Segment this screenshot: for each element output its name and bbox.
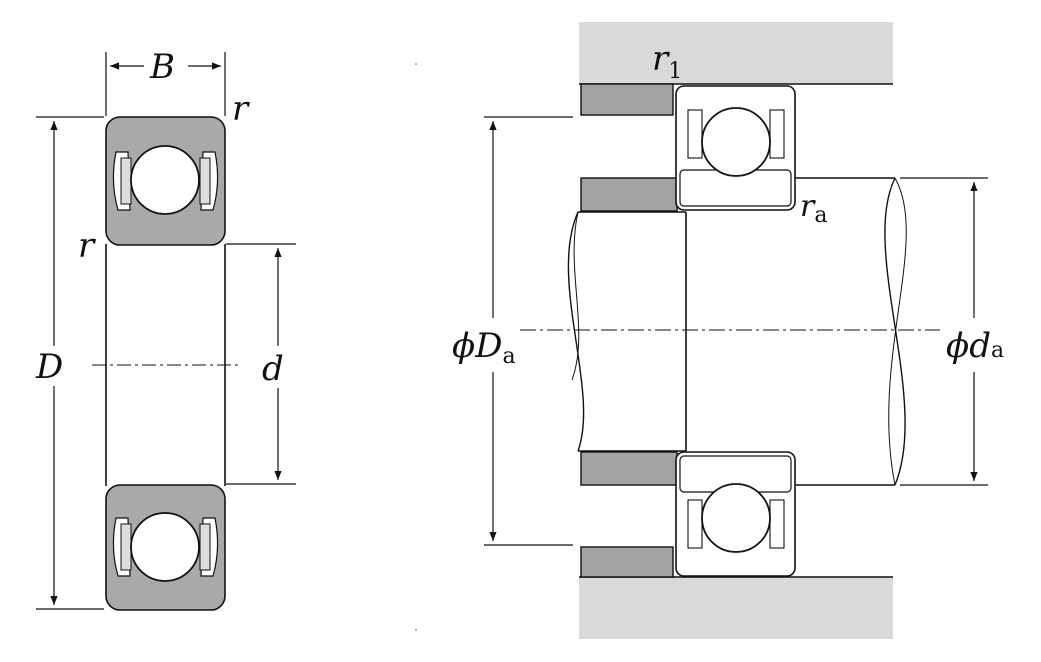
- mounted-top-ball: [701, 107, 771, 177]
- stray-dot-top: [415, 63, 417, 65]
- left-bearing-section: [92, 116, 240, 611]
- label-r1: r1: [652, 39, 682, 84]
- shaft-shoulder-top: [580, 177, 678, 212]
- housing-shoulder-bottom: [580, 546, 674, 578]
- left-dimensions: [36, 52, 296, 610]
- top-ring-section: [105, 116, 226, 246]
- right-mounting-section: [520, 22, 940, 639]
- shaft-shoulder-bottom: [580, 451, 678, 486]
- shaft-left-break: [567, 211, 585, 452]
- label-chamfer-r-side: r: [78, 226, 96, 266]
- top-ball: [130, 145, 200, 215]
- mounted-bearing-bottom: [675, 451, 796, 577]
- mounted-bottom-ball: [701, 483, 771, 553]
- label-width-b: B: [149, 47, 175, 87]
- shaft-right-break: [884, 177, 906, 486]
- housing-shoulder-top: [580, 83, 674, 116]
- label-phi-da-housing: ϕDa: [452, 326, 516, 369]
- right-dimensions: [484, 116, 988, 546]
- right-labels: r1 ra ϕDa ϕda: [452, 39, 1004, 369]
- label-phi-da-shaft: ϕda: [946, 326, 1004, 366]
- label-bore-diameter-d: d: [262, 349, 284, 389]
- bottom-ring-section: [105, 484, 226, 611]
- label-chamfer-r-top: r: [232, 89, 250, 129]
- housing-top: [579, 22, 893, 84]
- bottom-ball: [130, 512, 200, 582]
- label-ra: ra: [800, 189, 827, 228]
- mounted-bearing-top: [675, 85, 796, 211]
- stray-dot-bottom: [415, 629, 417, 631]
- housing-bottom: [579, 577, 893, 639]
- left-labels: B r r D d: [35, 47, 284, 389]
- label-outer-diameter-d: D: [35, 347, 63, 387]
